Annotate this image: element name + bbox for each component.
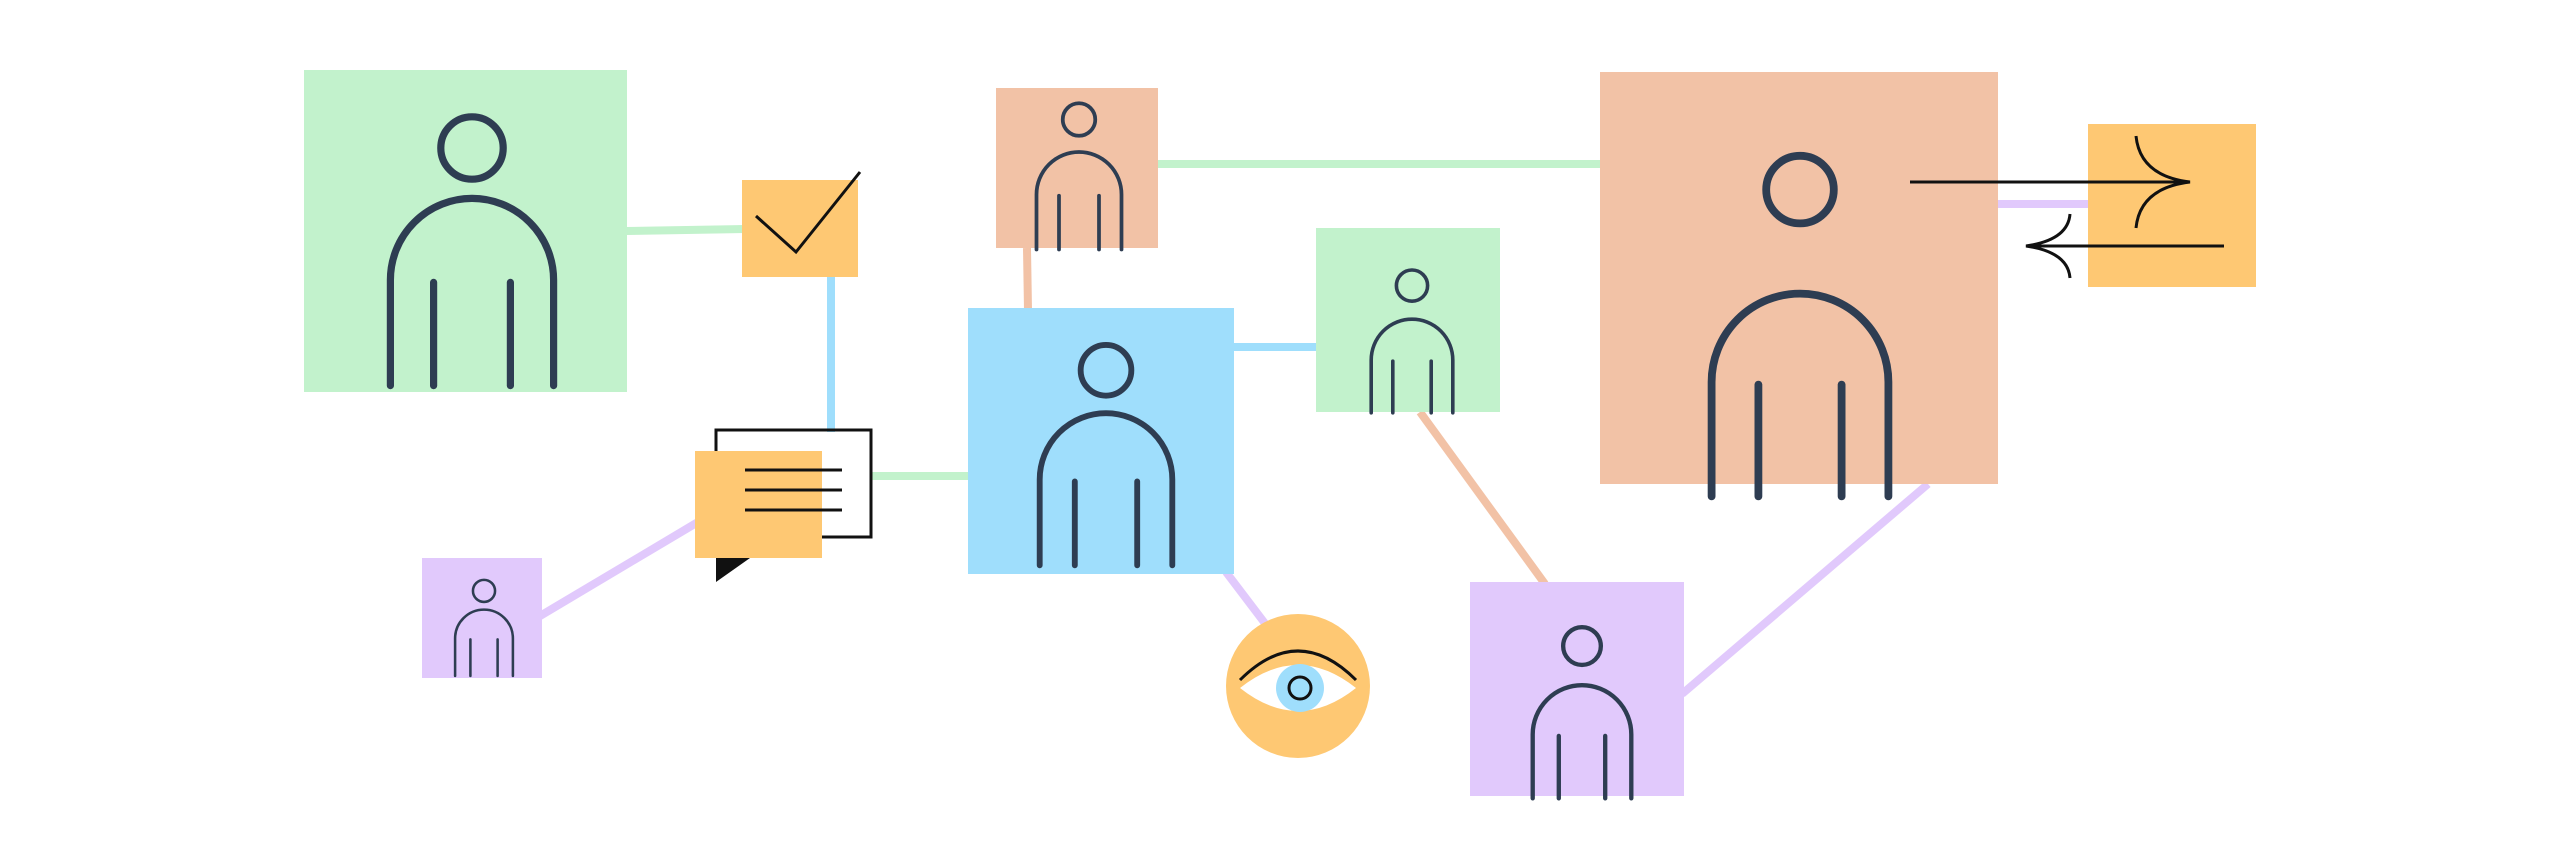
person-icon [1034, 101, 1124, 252]
person-tile [996, 88, 1158, 248]
connector-center-to-eye [1222, 569, 1274, 633]
icon-tile [695, 451, 822, 558]
connector-purple-medium-to-peach-large [1679, 480, 1931, 698]
connector-green-medium-to-purple-medium [1416, 409, 1549, 587]
person-peach-large [1600, 72, 1998, 501]
person-blue-center [968, 308, 1234, 574]
person-tile [1470, 582, 1684, 796]
person-icon [1530, 625, 1634, 801]
exchange-arrows-icon [1910, 124, 2256, 287]
connector-green-to-check [625, 225, 746, 235]
person-tile [422, 558, 542, 678]
connector-purple-small-to-message [537, 518, 701, 620]
icon-tile [742, 180, 858, 277]
person-tile [968, 308, 1234, 574]
person-icon [386, 113, 558, 390]
person-icon [1369, 268, 1455, 415]
person-icon [1036, 342, 1176, 569]
person-green-large [304, 70, 627, 392]
person-purple-medium [1470, 582, 1684, 801]
person-green-medium [1316, 228, 1500, 415]
person-icon [453, 578, 515, 678]
person-tile [304, 70, 627, 392]
person-peach-small [996, 88, 1158, 252]
person-icon [1707, 151, 1893, 501]
eye-icon [1226, 614, 1370, 758]
checkmark-icon [742, 171, 862, 277]
icon-tile [2088, 124, 2256, 287]
person-tile [1600, 72, 1998, 484]
message-icon [695, 428, 873, 582]
iris [1276, 664, 1324, 712]
person-purple-small [422, 558, 542, 678]
connectors [537, 160, 2090, 698]
connector-peach-small-to-center [1023, 247, 1032, 311]
